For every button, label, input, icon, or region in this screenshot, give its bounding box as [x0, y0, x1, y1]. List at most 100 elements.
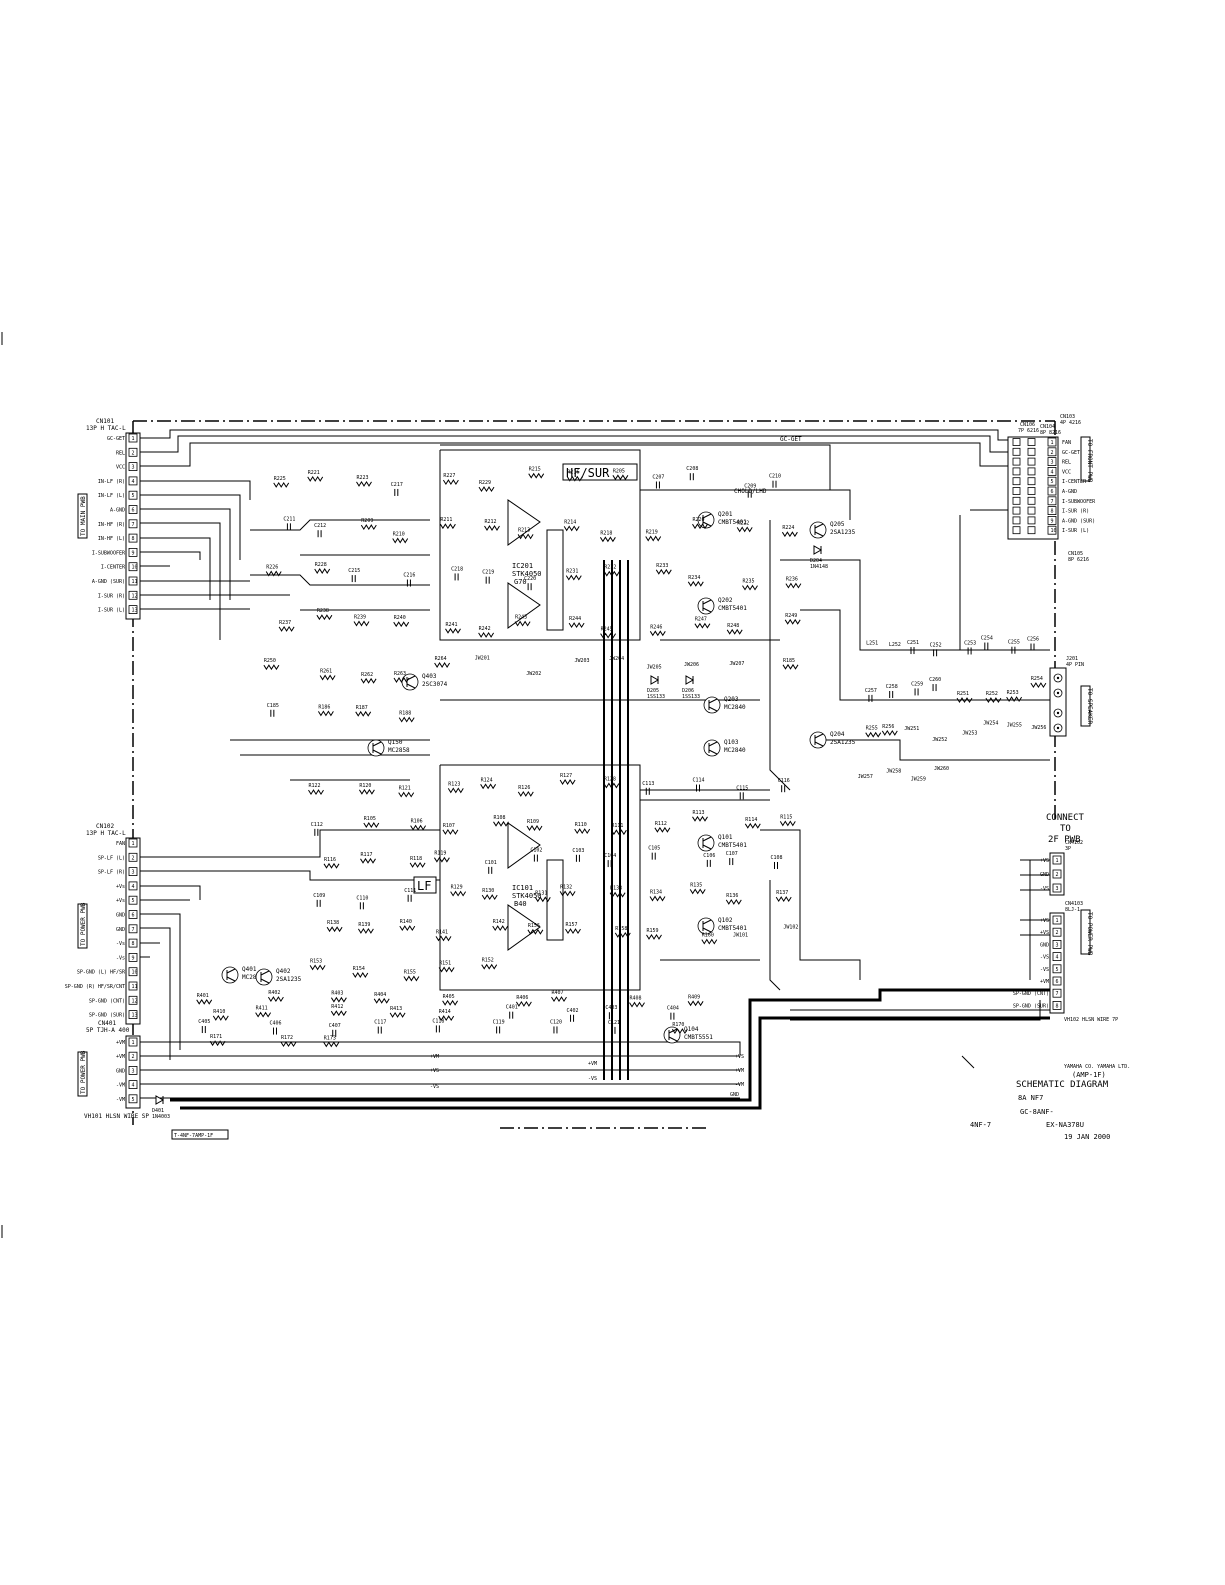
cn401-pin-label: +VM [116, 1040, 125, 1046]
component-ref: C104 [604, 853, 616, 859]
component-ref: JW252 [932, 737, 947, 743]
transistor-ref: Q103 [724, 739, 739, 746]
cn102-pin-number: 7 [132, 927, 135, 933]
resistor-symbol [265, 570, 282, 577]
resistor-symbol [881, 729, 898, 736]
side-label-left-bot: TO POWER PWB [77, 1050, 88, 1097]
component-ref: C114 [693, 778, 705, 784]
component-ref: C210 [769, 474, 781, 480]
component-ref: JW257 [858, 774, 873, 780]
cn102-pin-number: 13 [132, 1013, 138, 1019]
component-ref: JW254 [983, 720, 998, 726]
cn101-pin-label: REL [116, 450, 125, 456]
transistor-part: MC2840 [724, 747, 746, 754]
cn4103-pin-label: -VS [1040, 955, 1049, 961]
cn4103-pin [1052, 927, 1062, 937]
cn101-pin [128, 519, 138, 529]
resistor-symbol [439, 523, 456, 530]
cn104-pin-number: 9 [1051, 518, 1054, 524]
resistor-symbol [956, 697, 973, 704]
cn101-pin [128, 476, 138, 486]
svg-text:LF: LF [417, 879, 431, 893]
transistor-ref: Q204 [830, 731, 845, 738]
cn101-pin-number: 3 [132, 465, 135, 471]
component-ref: C252 [930, 642, 942, 648]
cn401-footer: VH101 HLSN WIRE SP [84, 1113, 149, 1120]
component-ref: R133 [610, 886, 622, 892]
title-date: 19 JAN 2000 [1064, 1133, 1110, 1141]
component-ref: R225 [274, 476, 286, 482]
component-ref: C219 [482, 570, 494, 576]
cn4103-pin-number: 2 [1056, 930, 1059, 936]
component-ref: R106 [411, 819, 423, 825]
cn104-pin-number: 10 [1051, 528, 1057, 534]
cn4102-pin [1052, 855, 1062, 865]
cn101-pin-number: 13 [132, 608, 138, 614]
cn4103-pin-number: 5 [1056, 967, 1059, 973]
transistor-part: CMBT5551 [684, 1034, 713, 1041]
component-ref: R263 [394, 671, 406, 677]
component-ref: R107 [443, 823, 455, 829]
resistor-symbol [492, 925, 509, 932]
component-ref: R223 [357, 475, 369, 481]
component-ref: R218 [600, 530, 612, 536]
component-ref: JW207 [729, 661, 744, 667]
cn106-pin [1012, 467, 1021, 476]
svg-text:TO POWER PWB: TO POWER PWB [1086, 912, 1093, 956]
component-ref: R246 [650, 624, 662, 630]
cn101-pin-label: IN-HF (R) [98, 522, 125, 528]
resistor-symbol [646, 933, 662, 940]
cn106-pin [1027, 447, 1036, 456]
component-ref: R112 [655, 821, 667, 827]
title-board: 4NF-7 [970, 1121, 991, 1129]
cn106-pin [1027, 506, 1036, 515]
cn401-pin [128, 1094, 138, 1104]
transistor-ref: Q205 [830, 521, 845, 528]
component-ref: C404 [667, 1006, 679, 1012]
component-ref: R233 [656, 563, 668, 569]
svg-text:-VS: -VS [430, 1084, 439, 1090]
cn104-pin-label: I-SUBWOOFER [1062, 499, 1096, 505]
svg-text:+VM: +VM [430, 1054, 439, 1060]
resistor-symbol [363, 822, 380, 828]
cn102-pin-label: SP-GND (SUR) [89, 1013, 125, 1019]
resistor-symbol [551, 996, 567, 1003]
resistor-symbol [736, 526, 753, 533]
transistor-part: 2SA1235 [830, 529, 856, 536]
resistor-symbol [196, 998, 213, 1005]
cn101-pin-number: 1 [132, 436, 135, 442]
cn104-pin-number: 1 [1051, 440, 1054, 446]
resistor-symbol [701, 938, 718, 945]
resistor-symbol [323, 862, 340, 869]
resistor-symbol [355, 710, 372, 717]
resistor-symbol [481, 894, 498, 901]
transistor-part: MC2858 [388, 747, 410, 754]
cn106-pin [1012, 506, 1021, 515]
cn401-pin-label: -VM [116, 1083, 125, 1089]
svg-text:+VS: +VS [735, 1054, 744, 1060]
svg-text:2F PWB: 2F PWB [1048, 835, 1081, 845]
cn101-pin-number: 6 [132, 508, 135, 514]
component-ref: C116 [778, 778, 790, 784]
component-ref: C115 [736, 785, 748, 791]
resistor-symbol [1030, 682, 1047, 689]
resistor-symbol [307, 475, 324, 482]
cn104-pin-label: I-SUR (R) [1062, 509, 1089, 515]
cn4103-pin-number: 3 [1056, 942, 1059, 948]
block-label-lf: LF [413, 876, 437, 894]
cn101-pin-label: A-GND (SUR) [92, 579, 125, 585]
resistor-symbol [360, 677, 377, 684]
svg-text:4P 4216: 4P 4216 [1060, 420, 1081, 426]
cn102-pin [128, 895, 138, 905]
transistor-ref: Q150 [388, 739, 403, 746]
resistor-symbol [779, 820, 796, 827]
cn102-pin-number: 10 [132, 970, 138, 976]
cn104-pin-label: REL [1062, 460, 1071, 466]
svg-text:TO POWER PWB: TO POWER PWB [80, 902, 87, 946]
cn101-pin-label: GC-GET [107, 436, 125, 442]
resistor-symbol [687, 1000, 704, 1007]
component-ref: R135 [690, 882, 702, 888]
cn4102-pin-number: 3 [1056, 886, 1059, 892]
